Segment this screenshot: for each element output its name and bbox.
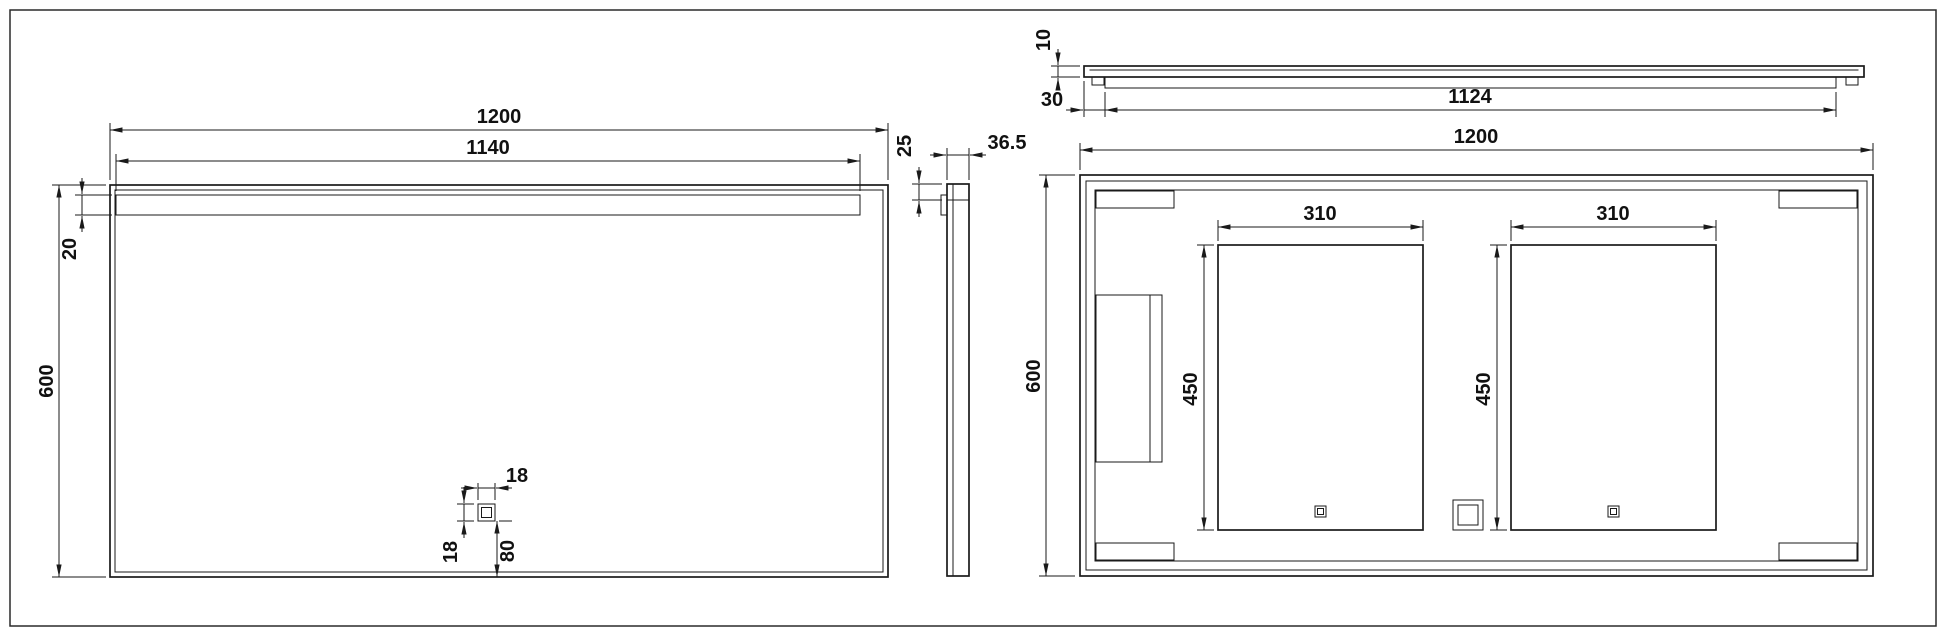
corner-block-bottom-right xyxy=(1778,542,1858,561)
mounting-plate-left xyxy=(1217,244,1424,531)
dim-label-overall-depth: 36.5 xyxy=(988,132,1027,154)
corner-block-top-right xyxy=(1778,190,1858,209)
mounting-plate-right xyxy=(1510,244,1717,531)
dim-plate-left-width: 310 xyxy=(1217,203,1424,241)
dim-plate-right-width: 310 xyxy=(1510,203,1717,241)
dim-top-ledge-length: 1124 xyxy=(1104,86,1837,117)
back-view: 1200 600 310 310 450 xyxy=(1023,126,1874,577)
top-bar-outline xyxy=(1083,65,1865,78)
dim-sensor-bottom-offset: 80 xyxy=(494,520,519,577)
dim-label-sensor-bottom-offset: 80 xyxy=(497,540,519,562)
top-left-bracket xyxy=(1091,76,1105,86)
dim-plate-left-height: 450 xyxy=(1180,244,1214,531)
dim-top-thickness: 10 xyxy=(1033,29,1080,91)
dim-top-left-offset: 30 xyxy=(1041,81,1105,117)
dim-label-light-strip-height: 20 xyxy=(59,238,81,260)
dim-label-front-height: 600 xyxy=(36,364,58,397)
dim-label-ledge-thickness: 10 xyxy=(1033,29,1055,51)
top-ledge-outline xyxy=(1104,76,1837,89)
dim-side-depth: 36.5 xyxy=(930,132,1026,180)
mirror-front-outline xyxy=(109,184,889,578)
dim-side-top-depth: 25 xyxy=(894,135,942,217)
dim-front-height: 600 xyxy=(36,184,106,578)
clip-right-outer xyxy=(1607,505,1620,518)
dim-sensor-height: 18 xyxy=(440,487,474,563)
sensor-inner xyxy=(481,507,492,518)
center-box-outer xyxy=(1452,499,1484,531)
junction-box xyxy=(1095,294,1163,463)
top-view: 10 30 1124 xyxy=(1033,29,1865,117)
dim-label-top-depth: 25 xyxy=(894,135,916,157)
dim-back-height: 600 xyxy=(1023,174,1075,577)
dim-sensor-width: 18 xyxy=(461,465,528,500)
mirror-back-outline xyxy=(1079,174,1874,577)
corner-block-top-left xyxy=(1095,190,1175,209)
dim-label-front-width: 1200 xyxy=(477,106,522,128)
corner-block-bottom-left xyxy=(1095,542,1175,561)
drawing-border xyxy=(9,9,1937,627)
front-view: 1200 1140 600 20 xyxy=(36,106,889,578)
back-frame-outer xyxy=(1085,180,1868,571)
dim-label-back-width: 1200 xyxy=(1454,126,1499,148)
side-view: 36.5 25 xyxy=(894,132,1026,577)
dim-label-back-height: 600 xyxy=(1023,359,1045,392)
clip-right-inner xyxy=(1610,508,1617,515)
dim-label-ledge-length: 1124 xyxy=(1448,86,1492,108)
mirror-front-inner-edge xyxy=(114,189,884,573)
back-frame-inner xyxy=(1094,189,1859,562)
dim-label-light-strip-width: 1140 xyxy=(466,137,509,159)
clip-left-outer xyxy=(1314,505,1327,518)
dim-light-strip-width: 1140 xyxy=(115,137,861,191)
mirror-side-outline xyxy=(946,183,970,577)
dim-front-width: 1200 xyxy=(109,106,889,180)
dim-label-sensor-height: 18 xyxy=(440,541,462,563)
side-led-plate xyxy=(940,194,948,216)
dim-label-plate-left-width: 310 xyxy=(1303,203,1336,225)
top-right-bracket xyxy=(1845,76,1859,86)
dim-label-sensor-width: 18 xyxy=(506,465,528,487)
dim-label-plate-right-height: 450 xyxy=(1473,372,1495,405)
dim-plate-right-height: 450 xyxy=(1473,244,1507,531)
sensor-outline xyxy=(477,503,496,522)
center-box-inner xyxy=(1457,504,1479,526)
dim-label-left-offset: 30 xyxy=(1041,89,1063,111)
dim-label-plate-right-width: 310 xyxy=(1596,203,1629,225)
dim-back-width: 1200 xyxy=(1079,126,1874,170)
clip-left-inner xyxy=(1317,508,1324,515)
dim-light-strip-height: 20 xyxy=(59,178,112,260)
dim-label-plate-left-height: 450 xyxy=(1180,372,1202,405)
touch-sensor-detail: 18 18 80 xyxy=(440,465,528,577)
led-strip-hatch xyxy=(115,194,861,216)
